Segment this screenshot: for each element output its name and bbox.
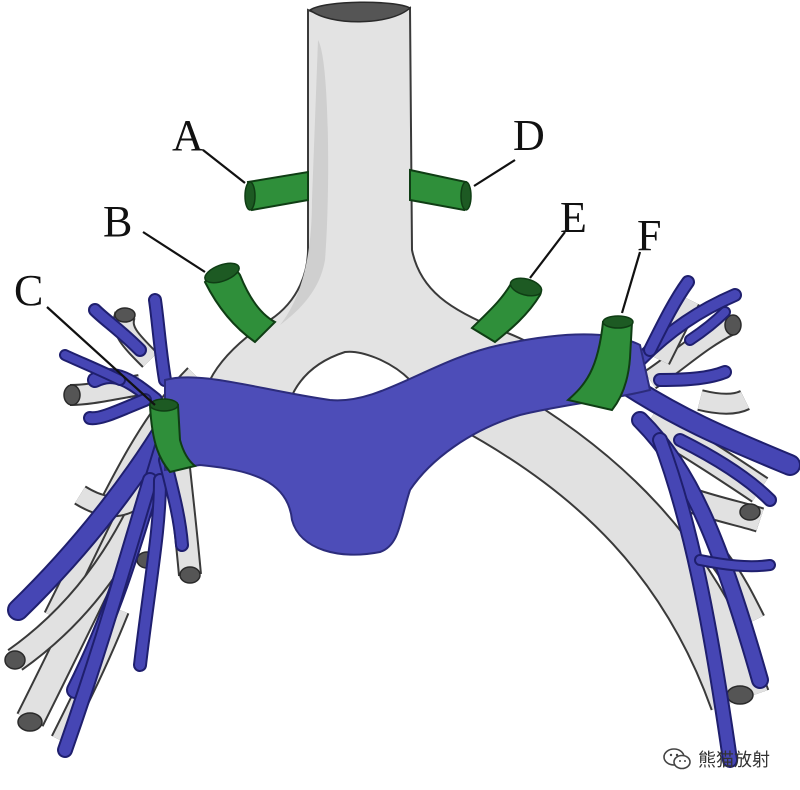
main-pulmonary-artery	[164, 333, 652, 556]
right-arterial-branches	[609, 275, 800, 768]
lymph-node-b	[203, 262, 277, 344]
label-a: A	[172, 111, 204, 160]
lymph-node-e	[470, 277, 543, 344]
lymph-node-d	[409, 168, 472, 212]
leader-line-a	[202, 149, 246, 184]
leader-line-f	[620, 251, 642, 314]
pulmonary-artery	[7, 275, 800, 768]
wechat-icon	[663, 748, 691, 770]
bronchus-opening	[726, 685, 754, 705]
label-c: C	[14, 266, 43, 315]
bronchus-opening	[179, 566, 201, 584]
bronchus-opening	[4, 650, 26, 670]
bronchus-opening	[724, 314, 742, 336]
label-f: F	[637, 211, 661, 260]
bronchus-opening	[63, 384, 81, 406]
leader-line-c	[46, 306, 156, 406]
label-d: D	[513, 111, 545, 160]
station-labels: A D B E F C	[14, 111, 661, 315]
leader-line-b	[142, 231, 206, 273]
lymph-node-c	[148, 398, 198, 474]
lymph-node-f	[565, 315, 634, 412]
label-b: B	[103, 197, 132, 246]
watermark-text: 熊猫放射	[698, 750, 770, 771]
bronchus-opening	[739, 503, 761, 521]
bronchus-opening	[114, 307, 136, 323]
lymph-node-a	[244, 170, 309, 212]
leader-line-d	[473, 159, 516, 187]
watermark: 熊猫放射	[662, 746, 770, 772]
leader-line-e	[529, 231, 566, 279]
lymph-node-stations	[148, 168, 634, 474]
bronchus-opening	[17, 712, 43, 732]
trachea-lumen	[308, 1, 412, 23]
leader-lines	[46, 149, 642, 406]
label-e: E	[560, 193, 587, 242]
